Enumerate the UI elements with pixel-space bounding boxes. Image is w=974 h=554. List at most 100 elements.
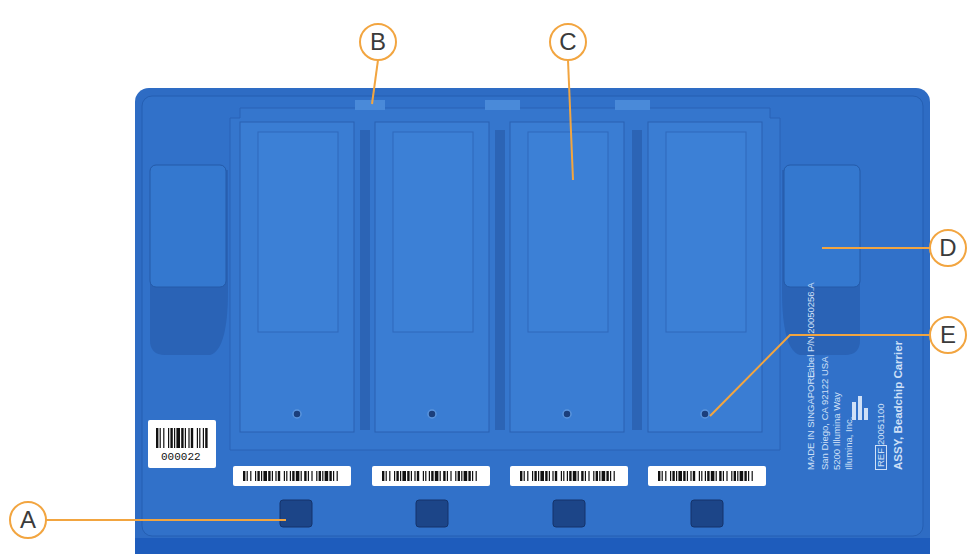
handle — [150, 165, 226, 287]
handle — [150, 165, 860, 355]
barcode-bar — [593, 471, 594, 481]
barcode-bar — [476, 471, 477, 481]
release-tab — [553, 500, 585, 527]
beadchip-slot — [375, 122, 489, 432]
barcode-bar — [394, 471, 395, 481]
barcode-bar — [578, 471, 579, 481]
barcode-sticker — [148, 420, 766, 486]
barcode-bar — [447, 471, 448, 481]
callout-letter: C — [550, 24, 586, 60]
barcode-bar — [707, 471, 709, 481]
slot-divider — [495, 130, 505, 430]
barcode-bar — [325, 471, 329, 481]
carrier-text: 5200 Illumina Way — [832, 392, 842, 470]
barcode-bar — [257, 471, 259, 481]
barcode-bar — [163, 428, 164, 448]
barcode-bar — [199, 428, 200, 448]
slot-hole — [293, 410, 709, 418]
leader-line — [46, 60, 930, 520]
barcode-sticker — [148, 420, 216, 468]
carrier-body — [142, 96, 923, 536]
barcode-bar — [290, 471, 291, 481]
barcode-bar — [389, 471, 390, 481]
barcode-bar — [524, 471, 525, 481]
barcode-bar — [316, 471, 317, 481]
callout-circle — [930, 230, 966, 266]
barcode-bar — [197, 428, 198, 448]
carrier-text: MADE IN SINGAPORE — [806, 371, 816, 470]
barcode-bar — [275, 471, 276, 481]
barcode-bar — [658, 471, 660, 481]
barcode-bar — [740, 471, 744, 481]
barcode-bar — [711, 471, 715, 481]
barcode-sticker — [372, 466, 490, 486]
barcode-bar — [181, 428, 183, 448]
barcode-bar — [284, 471, 285, 481]
barcode-bar — [716, 471, 717, 481]
logo-mark — [852, 396, 868, 420]
barcode-bar — [534, 471, 536, 481]
barcode-bar — [752, 471, 753, 481]
barcode-bar — [250, 471, 251, 481]
barcode-number: 000022 — [161, 452, 201, 463]
barcode-bar — [337, 471, 338, 481]
carrier-body — [355, 100, 385, 110]
barcode-sticker — [510, 466, 628, 486]
beadchip-slot — [528, 132, 608, 332]
beadchip-slot — [648, 122, 762, 432]
barcode-bar — [532, 471, 533, 481]
barcode-bars — [156, 428, 753, 481]
barcode-bar — [396, 471, 398, 481]
barcode-bar — [203, 428, 204, 448]
carrier-body — [135, 88, 930, 554]
barcode-bar — [296, 471, 300, 481]
leader-line — [46, 519, 286, 521]
carrier-text: ASSY, Beadchip Carrier — [893, 341, 905, 470]
barcode-bar — [731, 471, 732, 481]
barcode-bar — [286, 471, 287, 481]
barcode-bar — [468, 471, 470, 481]
barcode-bar — [705, 471, 706, 481]
slot-divider — [632, 130, 642, 430]
barcode-bar — [205, 428, 207, 448]
barcode-bar — [455, 471, 456, 481]
barcode-bar — [599, 471, 600, 481]
barcode-bar — [261, 471, 262, 481]
barcode-bar — [744, 471, 746, 481]
barcode-bar — [561, 471, 562, 481]
barcode-bar — [672, 471, 674, 481]
barcode-bar — [726, 471, 727, 481]
barcode-bar — [450, 471, 451, 481]
barcode-bar — [676, 471, 677, 481]
barcode-bar — [329, 471, 331, 481]
barcode-bar — [748, 471, 749, 481]
callout-letter: A — [10, 502, 46, 538]
barcode-bar — [319, 471, 321, 481]
barcode-sticker — [648, 466, 766, 486]
callout-circle — [10, 502, 46, 538]
barcode-bar — [569, 471, 571, 481]
carrier-body — [230, 108, 780, 450]
beadchip-slot — [258, 132, 338, 332]
barcode-bar — [585, 471, 586, 481]
barcode-bar — [160, 428, 161, 448]
barcode-bar — [423, 471, 424, 481]
carrier-body — [485, 100, 520, 110]
barcode-bar — [693, 471, 695, 481]
barcode-bar — [464, 471, 468, 481]
barcode-bar — [311, 471, 312, 481]
beadchip-slot — [393, 132, 473, 332]
barcode-bar — [567, 471, 568, 481]
barcode-bar — [610, 471, 611, 481]
barcode-bar — [734, 471, 736, 481]
barcode-bar — [292, 471, 294, 481]
handle — [784, 165, 860, 287]
barcode-bar — [425, 471, 426, 481]
barcode-bar — [304, 471, 306, 481]
barcode-bar — [435, 471, 439, 481]
barcode-bar — [176, 428, 180, 448]
barcode-bar — [400, 471, 401, 481]
barcode-bar — [458, 471, 460, 481]
barcode-bar — [440, 471, 441, 481]
